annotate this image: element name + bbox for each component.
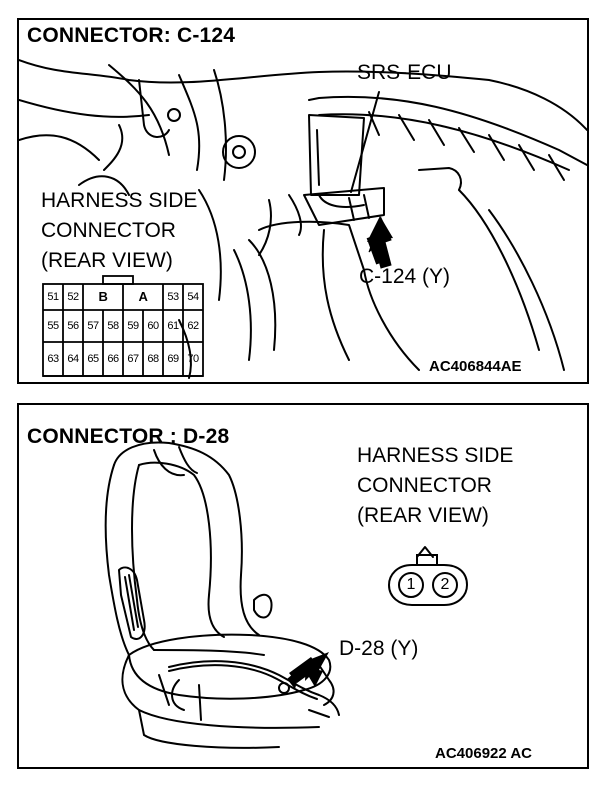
pin-label: 54 (187, 291, 199, 303)
dashboard-illustration (19, 59, 587, 379)
pin-label: 56 (67, 320, 79, 332)
pin-label: 66 (107, 353, 119, 365)
pin-label: 1 (406, 576, 416, 593)
pin-label: 57 (87, 320, 99, 332)
harness-label-line-2: CONNECTOR (41, 219, 176, 242)
seat-illustration (104, 441, 469, 749)
pin-label: 67 (127, 353, 139, 365)
connector-title: CONNECTOR : D-28 (27, 425, 230, 448)
pin-label: 61 (167, 320, 179, 332)
pin-label: 53 (167, 291, 179, 303)
pin-label: 63 (47, 353, 59, 365)
connector-d28-panel: CONNECTOR : D-28 HARNESS SIDE CONNECTOR … (17, 403, 589, 769)
connector-title: CONNECTOR: C-124 (27, 24, 236, 47)
harness-label-line-1: HARNESS SIDE (357, 444, 514, 467)
pin-label: 62 (187, 320, 199, 332)
pin-label: A (138, 289, 148, 304)
connector-callout: C-124 (Y) (359, 265, 451, 288)
pin-label: 51 (47, 291, 59, 303)
connector-c124-panel: CONNECTOR: C-124 SRS-ECU HARNESS SIDE CO… (17, 18, 589, 384)
harness-label-line-1: HARNESS SIDE (41, 189, 198, 212)
srs-ecu-label: SRS-ECU (357, 61, 452, 84)
connector-callout: D-28 (Y) (339, 637, 419, 660)
pin-label: 58 (107, 320, 119, 332)
pin-label: 65 (87, 353, 99, 365)
pin-label: 68 (147, 353, 159, 365)
figure-code: AC406922 AC (435, 745, 532, 762)
pin-label: 70 (187, 353, 199, 365)
pin-label: B (98, 289, 108, 304)
figure-code: AC406844AE (429, 358, 522, 375)
pin-label: 59 (127, 320, 139, 332)
harness-label-line-3: (REAR VIEW) (357, 504, 489, 527)
pin-label: 69 (167, 353, 179, 365)
harness-label-line-2: CONNECTOR (357, 474, 492, 497)
pin-label: 60 (147, 320, 159, 332)
pin-label: 64 (67, 353, 79, 365)
pin-label: 55 (47, 320, 59, 332)
pin-label: 52 (67, 291, 79, 303)
harness-label-line-3: (REAR VIEW) (41, 249, 173, 272)
pin-label: 2 (440, 576, 450, 593)
